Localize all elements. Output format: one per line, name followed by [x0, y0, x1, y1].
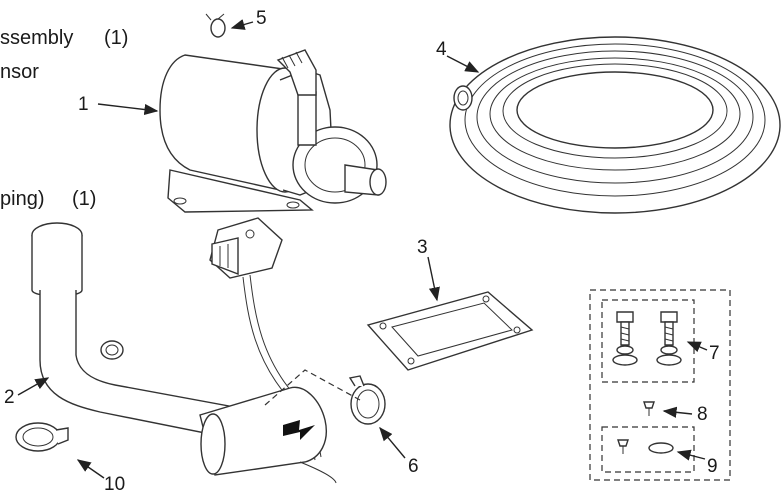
screw-set-box — [601, 426, 695, 473]
arrow-5 — [230, 19, 254, 30]
edge-text-assembly-qty: (1) — [104, 27, 128, 49]
edge-text-sensor: nsor — [0, 61, 39, 83]
edge-text-assembly: ssembly — [0, 27, 73, 49]
callout-8: 8 — [697, 404, 708, 425]
clamp-illustration — [15, 422, 69, 452]
callout-10: 10 — [104, 474, 125, 493]
hose-clamp-illustration — [348, 375, 386, 425]
leader-arrows — [17, 19, 708, 479]
bolt-set-box — [601, 299, 695, 383]
pump-illustration — [159, 49, 387, 213]
callout-4: 4 — [436, 39, 447, 60]
arrow-4 — [446, 55, 480, 73]
arrow-8 — [662, 406, 693, 418]
arrow-1 — [97, 103, 159, 116]
gasket-illustration — [366, 291, 534, 371]
sensor-dashed-link — [264, 369, 361, 406]
callout-9: 9 — [707, 456, 718, 477]
arrow-2 — [17, 377, 50, 396]
arrow-10 — [76, 459, 105, 479]
arrow-9 — [676, 449, 706, 461]
hardware-kit — [589, 289, 731, 481]
arrow-3 — [427, 256, 440, 302]
callout-1: 1 — [78, 94, 89, 115]
small-clamp-illustration — [205, 13, 226, 38]
callout-5: 5 — [256, 8, 267, 29]
hose-coil-illustration — [449, 36, 781, 214]
callout-3: 3 — [417, 237, 428, 258]
callout-7: 7 — [709, 343, 720, 364]
edge-text-piping: ping) — [0, 188, 44, 210]
sensor-illustration — [209, 217, 322, 461]
edge-text-piping-qty: (1) — [72, 188, 96, 210]
arrow-6 — [379, 426, 406, 459]
arrow-7 — [686, 341, 708, 353]
elbow-pipe-illustration — [31, 222, 337, 484]
callout-6: 6 — [408, 456, 419, 477]
callout-2: 2 — [4, 387, 15, 408]
hardware-outer-box — [589, 289, 731, 481]
